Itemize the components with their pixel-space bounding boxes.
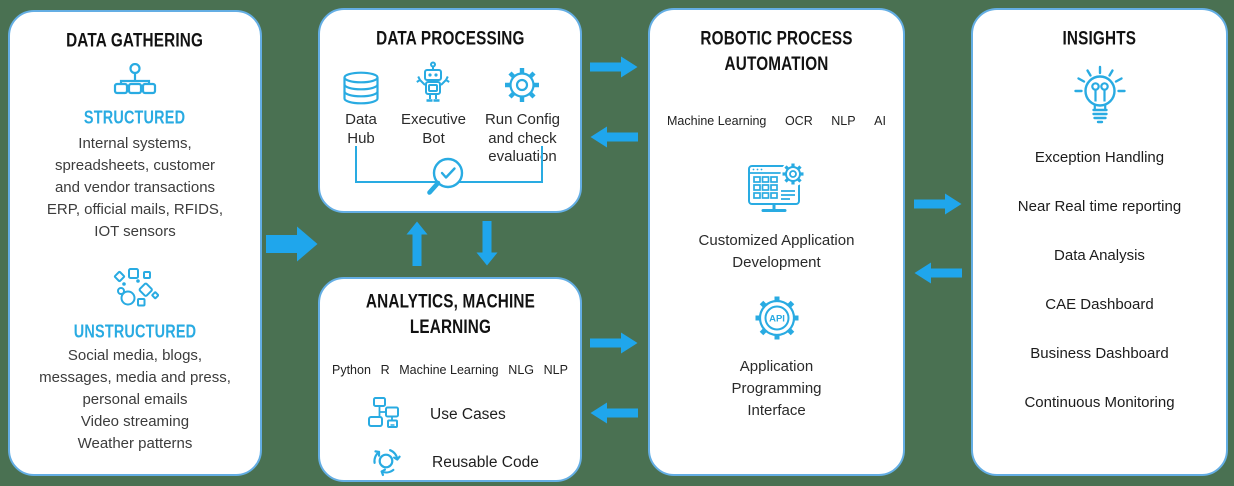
item-label: Use Cases <box>430 406 506 423</box>
tool-label: NLP <box>831 114 856 128</box>
structured-label: STRUCTURED <box>75 107 194 128</box>
structured-text: Internal systems, spreadsheets, customer… <box>46 135 224 240</box>
insights-list: Exception Handling Near Real time report… <box>1018 149 1181 411</box>
arrow-analytics-to-processing <box>406 221 428 266</box>
panel-title: DATA PROCESSING <box>363 26 538 49</box>
tool-label: Python <box>332 363 371 377</box>
rpa-tools-row: Machine Learning OCR NLP AI <box>650 114 903 128</box>
unstructured-label: UNSTRUCTURED <box>63 321 207 342</box>
panel-title: DATA GATHERING <box>54 28 215 51</box>
panel-data-processing: DATA PROCESSING Data Hub <box>318 8 582 213</box>
tool-label: OCR <box>784 114 813 128</box>
arrow-rpa-to-insights <box>914 193 962 215</box>
arrow-insights-to-rpa <box>914 262 962 284</box>
gear-icon <box>502 61 542 105</box>
org-chart-icon <box>112 61 158 103</box>
tool-label: Machine Learning <box>399 363 499 377</box>
data-hub-item: Data Hub <box>340 61 382 167</box>
analytics-tools-row: Python R Machine Learning NLG NLP <box>320 363 580 377</box>
item-label: Data Hub <box>345 111 377 147</box>
panel-title: ROBOTIC PROCESS AUTOMATION <box>687 26 866 74</box>
run-config-item: Run Config and check evaluation <box>485 61 560 167</box>
monitor-gear-icon <box>746 154 808 218</box>
arrow-rpa-to-analytics <box>590 402 638 424</box>
arrow-gathering-to-processing <box>266 226 318 262</box>
reusable-code-item: Reusable Code <box>368 443 580 483</box>
insight-item: Near Real time reporting <box>1017 198 1182 215</box>
use-cases-item: Use Cases <box>368 395 580 435</box>
panel-title-text: ROBOTIC PROCESS AUTOMATION <box>700 27 853 75</box>
arrow-analytics-to-rpa <box>590 332 638 354</box>
database-icon <box>340 61 382 105</box>
api-icon-text: API <box>769 314 785 325</box>
arrow-processing-to-rpa <box>590 56 638 78</box>
panel-data-gathering: DATA GATHERING STRUCTURED Internal syste… <box>8 10 262 476</box>
tool-label: NLP <box>543 363 568 377</box>
tool-label: NLG <box>508 363 534 377</box>
arrow-processing-to-analytics <box>476 221 498 266</box>
flowchart-icon <box>368 396 402 434</box>
panel-title-text: DATA GATHERING <box>66 29 204 52</box>
panel-title-text: ANALYTICS, MACHINE LEARNING <box>365 290 535 338</box>
insight-item: Continuous Monitoring <box>1024 394 1175 411</box>
evaluation-bracket-magnifier-icon <box>355 146 543 195</box>
panel-title: INSIGHTS <box>1056 26 1143 49</box>
insight-item: Exception Handling <box>1034 149 1165 166</box>
robot-icon <box>412 61 454 105</box>
circular-arrows-icon <box>368 443 404 484</box>
tool-label: Machine Learning <box>667 114 767 128</box>
unstructured-text: Social media, blogs, messages, media and… <box>39 347 231 452</box>
api-gear-icon: API <box>753 292 801 342</box>
item-label: Reusable Code <box>432 454 539 471</box>
analytics-items: Use Cases Reusable Code <box>320 395 580 483</box>
insight-item: Data Analysis <box>1054 247 1145 264</box>
item-label: Application Programming Interface <box>731 358 822 419</box>
structured-label-text: STRUCTURED <box>84 107 186 128</box>
panel-rpa: ROBOTIC PROCESS AUTOMATION Machine Learn… <box>648 8 905 476</box>
insight-item: CAE Dashboard <box>1045 296 1154 313</box>
panel-insights: INSIGHTS Exception Handling Near Real ti… <box>971 8 1228 476</box>
scattered-shapes-icon <box>111 257 159 313</box>
tool-label: AI <box>874 114 886 128</box>
insight-item: Business Dashboard <box>1030 345 1169 362</box>
tool-label: R <box>380 363 390 377</box>
item-label: Customized Application Development <box>698 232 855 271</box>
panel-title: ANALYTICS, MACHINE LEARNING <box>351 289 550 337</box>
unstructured-label-text: UNSTRUCTURED <box>73 321 197 342</box>
item-label: Run Config and check evaluation <box>484 111 560 165</box>
panel-title-text: DATA PROCESSING <box>375 27 525 50</box>
panel-analytics-ml: ANALYTICS, MACHINE LEARNING Python R Mac… <box>318 277 582 482</box>
panel-title-text: INSIGHTS <box>1062 27 1137 50</box>
executive-bot-item: Executive Bot <box>401 61 466 167</box>
item-label: Executive Bot <box>400 111 466 147</box>
data-processing-items: Data Hub <box>320 61 580 167</box>
arrow-rpa-to-processing <box>590 126 638 148</box>
lightbulb-icon <box>1072 59 1128 127</box>
